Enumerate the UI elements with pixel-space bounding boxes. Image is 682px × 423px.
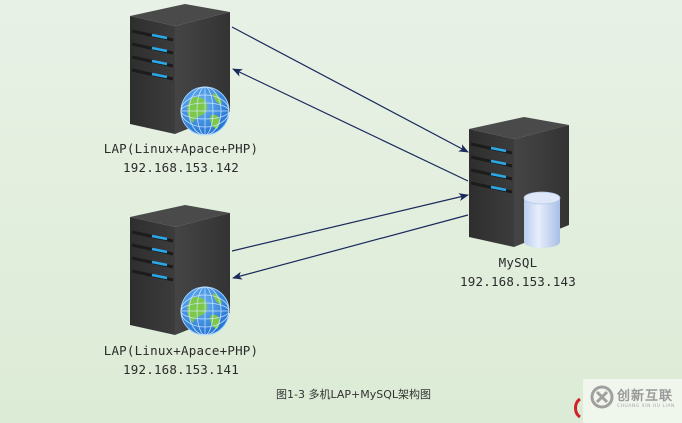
watermark-logo-icon bbox=[590, 385, 614, 409]
edge-web2-to-db bbox=[231, 193, 469, 252]
node-name: LAP(Linux+Apace+PHP) bbox=[103, 343, 259, 358]
node-label-web2: LAP(Linux+Apace+PHP) 192.168.153.141 bbox=[96, 341, 266, 379]
database-icon bbox=[523, 191, 561, 249]
server-web1 bbox=[128, 2, 232, 136]
node-label-web1: LAP(Linux+Apace+PHP) 192.168.153.142 bbox=[96, 139, 266, 177]
edge-db-to-web1 bbox=[232, 68, 469, 182]
figure-caption: 图1-3 多机LAP+MySQL架构图 bbox=[276, 388, 431, 401]
server-db bbox=[467, 115, 571, 249]
globe-icon bbox=[180, 86, 230, 136]
node-label-db: MySQL 192.168.153.143 bbox=[448, 253, 588, 291]
watermark-text: 创新互联 bbox=[617, 389, 674, 404]
edge-db-to-web2 bbox=[232, 214, 469, 280]
server-web2 bbox=[128, 203, 232, 337]
node-ip: 192.168.153.142 bbox=[123, 160, 239, 175]
node-ip: 192.168.153.143 bbox=[460, 274, 576, 289]
edge-web1-to-db bbox=[231, 26, 469, 153]
node-name: LAP(Linux+Apace+PHP) bbox=[103, 141, 259, 156]
watermark-accent-icon bbox=[574, 398, 581, 418]
node-name: MySQL bbox=[498, 255, 538, 270]
watermark-subtext: CHUANG XIN HU LIAN bbox=[617, 404, 675, 409]
globe-icon bbox=[180, 286, 230, 336]
node-ip: 192.168.153.141 bbox=[123, 362, 239, 377]
